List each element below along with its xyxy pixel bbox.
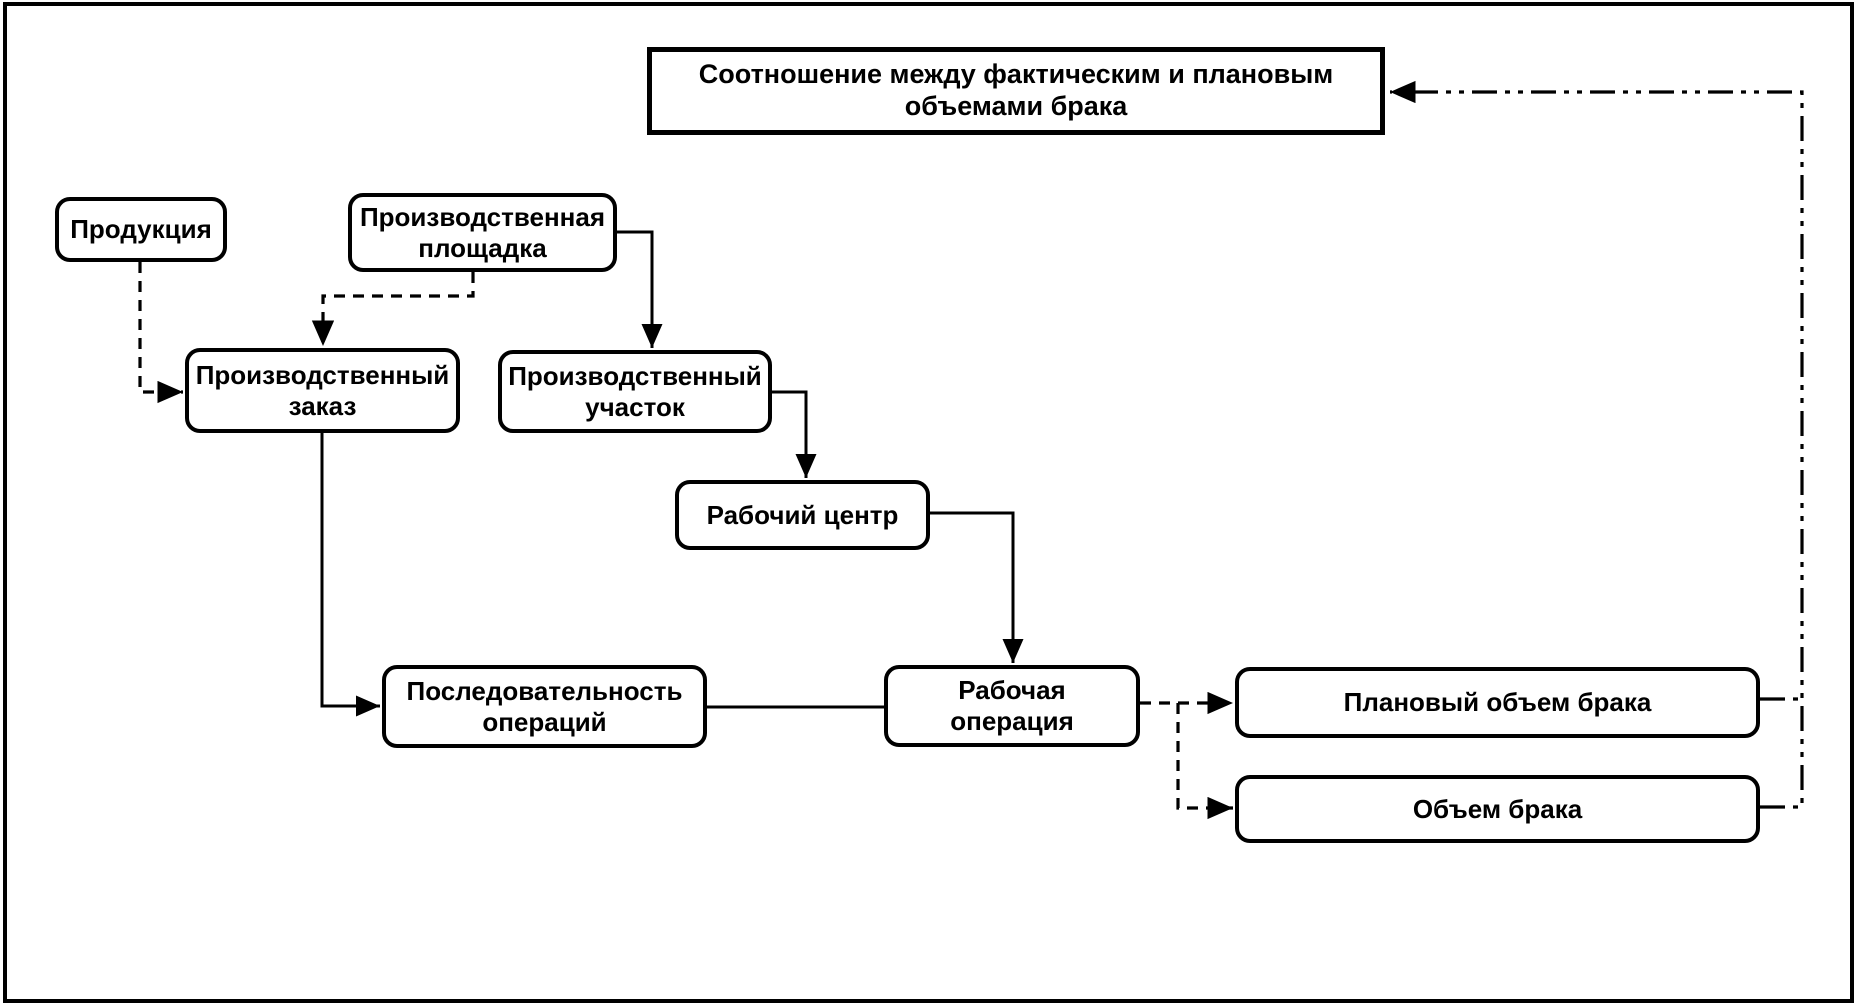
connector-ploshchadka-zakaz	[311, 272, 475, 346]
connector-produkciya-zakaz	[138, 262, 183, 404]
node-posledovatelnost-operaciy: Последовательность операций	[382, 665, 707, 748]
node-label: участок	[585, 391, 685, 422]
node-rabochaya-operaciya: Рабочая операция	[884, 665, 1140, 747]
node-label: Производственная	[359, 201, 606, 232]
node-label: операция	[950, 706, 1074, 736]
title-box: Соотношение между фактическим и плановым…	[647, 47, 1385, 135]
node-label: операций	[482, 706, 607, 737]
connector-raboper-obyembrak	[1176, 703, 1233, 820]
node-proizvodstvenny-uchastok: Производственный участок	[498, 350, 772, 433]
connector-zakaz-posled	[320, 433, 380, 717]
title-line: объемами брака	[904, 91, 1128, 121]
node-label: Объем брака	[1412, 793, 1583, 824]
node-planovy-obyem-braka: Плановый объем брака	[1235, 667, 1760, 738]
node-proizvodstvennaya-ploshchadka: Производственная площадка	[348, 193, 617, 272]
connector-uchastok-rabcentr	[772, 390, 817, 478]
connector-rabcentr-raboper	[930, 511, 1024, 663]
node-label: Плановый объем брака	[1343, 687, 1652, 718]
node-label: Рабочий центр	[706, 499, 899, 530]
node-label: заказ	[288, 390, 357, 421]
node-label: Последовательность	[406, 675, 683, 706]
node-label: Рабочая	[958, 675, 1066, 706]
node-rabochiy-centr: Рабочий центр	[675, 480, 930, 550]
connector-ploshchadka-uchastok	[617, 230, 663, 348]
node-label: Продукция	[70, 214, 212, 245]
node-label: площадка	[418, 232, 547, 263]
node-obyem-braka: Объем брака	[1235, 775, 1760, 843]
node-proizvodstvenny-zakaz: Производственный заказ	[185, 348, 460, 433]
connector-loop-title	[1390, 80, 1804, 809]
node-produkciya: Продукция	[55, 197, 227, 262]
node-label: Производственный	[195, 359, 450, 390]
node-label: Производственный	[508, 360, 762, 391]
title-line: Соотношение между фактическим и плановым	[698, 59, 1334, 90]
